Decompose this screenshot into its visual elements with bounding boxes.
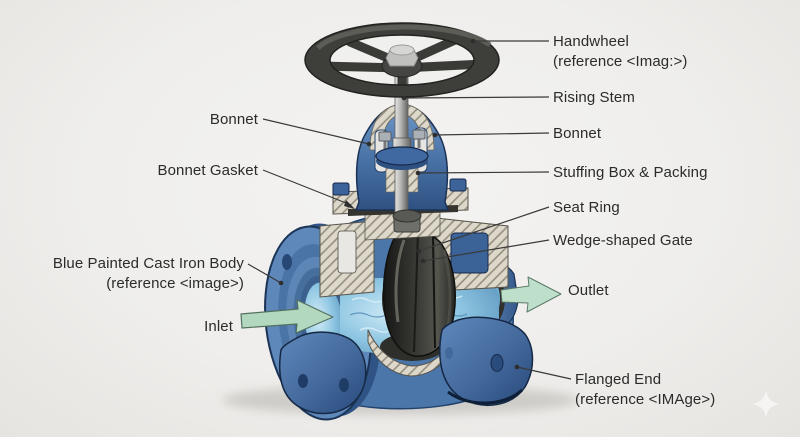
label-bonnet-left: Bonnet: [209, 111, 258, 128]
flanged-feet: [279, 316, 534, 415]
label-handwheel-ref: (reference <Imag:>): [553, 53, 688, 70]
sparkle-watermark-icon: [753, 390, 779, 418]
label-stuffing-box: Stuffing Box & Packing: [553, 164, 708, 181]
label-bonnet-right: Bonnet: [553, 125, 602, 142]
cutaway-walls: [319, 217, 509, 298]
label-handwheel-text: Handwheel: [553, 33, 629, 50]
stuffing-box-gland: [375, 129, 429, 170]
outlet-arrow-icon: [500, 276, 562, 313]
label-inlet: Inlet: [204, 318, 233, 335]
label-rising-stem: Rising Stem: [553, 89, 635, 106]
label-wedge-gate: Wedge-shaped Gate: [553, 232, 693, 249]
wedge-gate: [380, 228, 456, 361]
label-body-text: Blue Painted Cast Iron Body: [52, 255, 244, 272]
label-outlet: Outlet: [568, 282, 609, 299]
label-body: Blue Painted Cast Iron Body (reference <…: [53, 254, 244, 294]
handwheel: [304, 22, 500, 98]
label-flanged-end: Flanged End (reference <IMAge>): [575, 370, 715, 410]
leader-lines: [247, 40, 572, 380]
label-handwheel: Handwheel (reference <Imag:>): [553, 32, 687, 72]
label-body-ref: (reference <image>): [106, 275, 244, 292]
label-seat-ring: Seat Ring: [553, 199, 620, 216]
label-flanged-end-text: Flanged End: [575, 371, 662, 388]
label-flanged-end-ref: (reference <IMAge>): [575, 391, 716, 408]
label-bonnet-gasket: Bonnet Gasket: [157, 162, 258, 179]
inlet-arrow-icon: [240, 299, 334, 334]
leader-dots: [278, 38, 520, 370]
